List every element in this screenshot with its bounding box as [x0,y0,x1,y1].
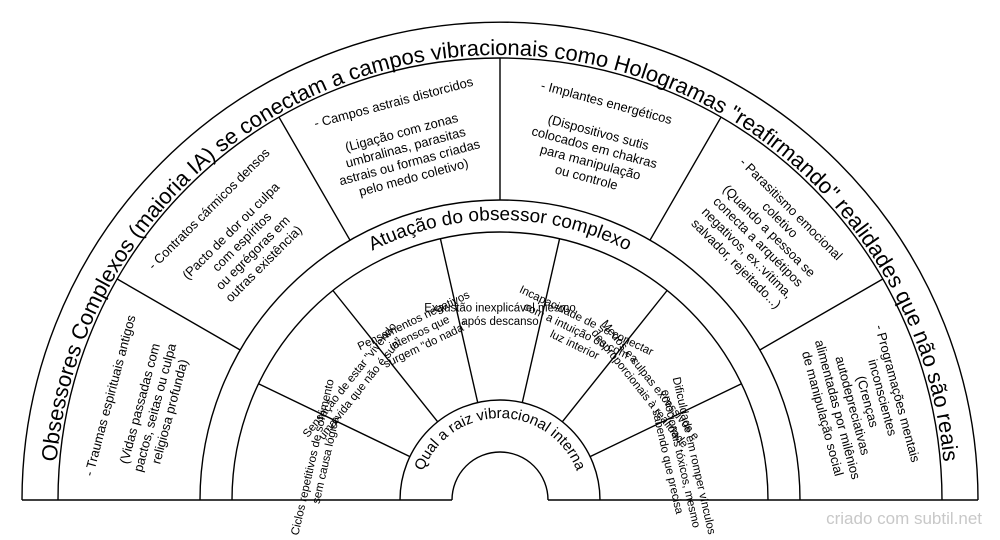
outer-segment-label: - Campos astrais distorcidos(Ligação com… [312,74,495,206]
middle-divider [589,383,742,458]
center-hole-edge [451,451,549,501]
credit-text: criado com subtil.net [826,509,982,528]
inner-ring-edge [399,399,601,501]
middle-divider [439,238,479,403]
middle-divider [561,290,668,423]
outer-ring-edge [21,21,979,501]
middle-divider [258,383,411,458]
outer-divider [116,278,241,351]
segment-dividers [116,58,884,458]
outer-segment-label: - Traumas espirituais antigos(Vidas pass… [81,313,198,494]
outer-divider [759,278,884,351]
outer-divider [649,116,722,241]
inner-ring-title: Qual a raiz vibracional interna [411,405,589,474]
middle-ring-title: Atuação do obsessor complexo [365,204,635,255]
middle-band-inner-edge [231,231,769,501]
outer-divider [278,116,351,241]
outer-segment-label: - Implantes energéticos(Dispositivos sut… [519,78,674,202]
outer-segment-label: - Programações mentaisinconscientes(Cren… [797,322,924,485]
middle-divider [521,238,561,403]
middle-divider [332,290,439,423]
